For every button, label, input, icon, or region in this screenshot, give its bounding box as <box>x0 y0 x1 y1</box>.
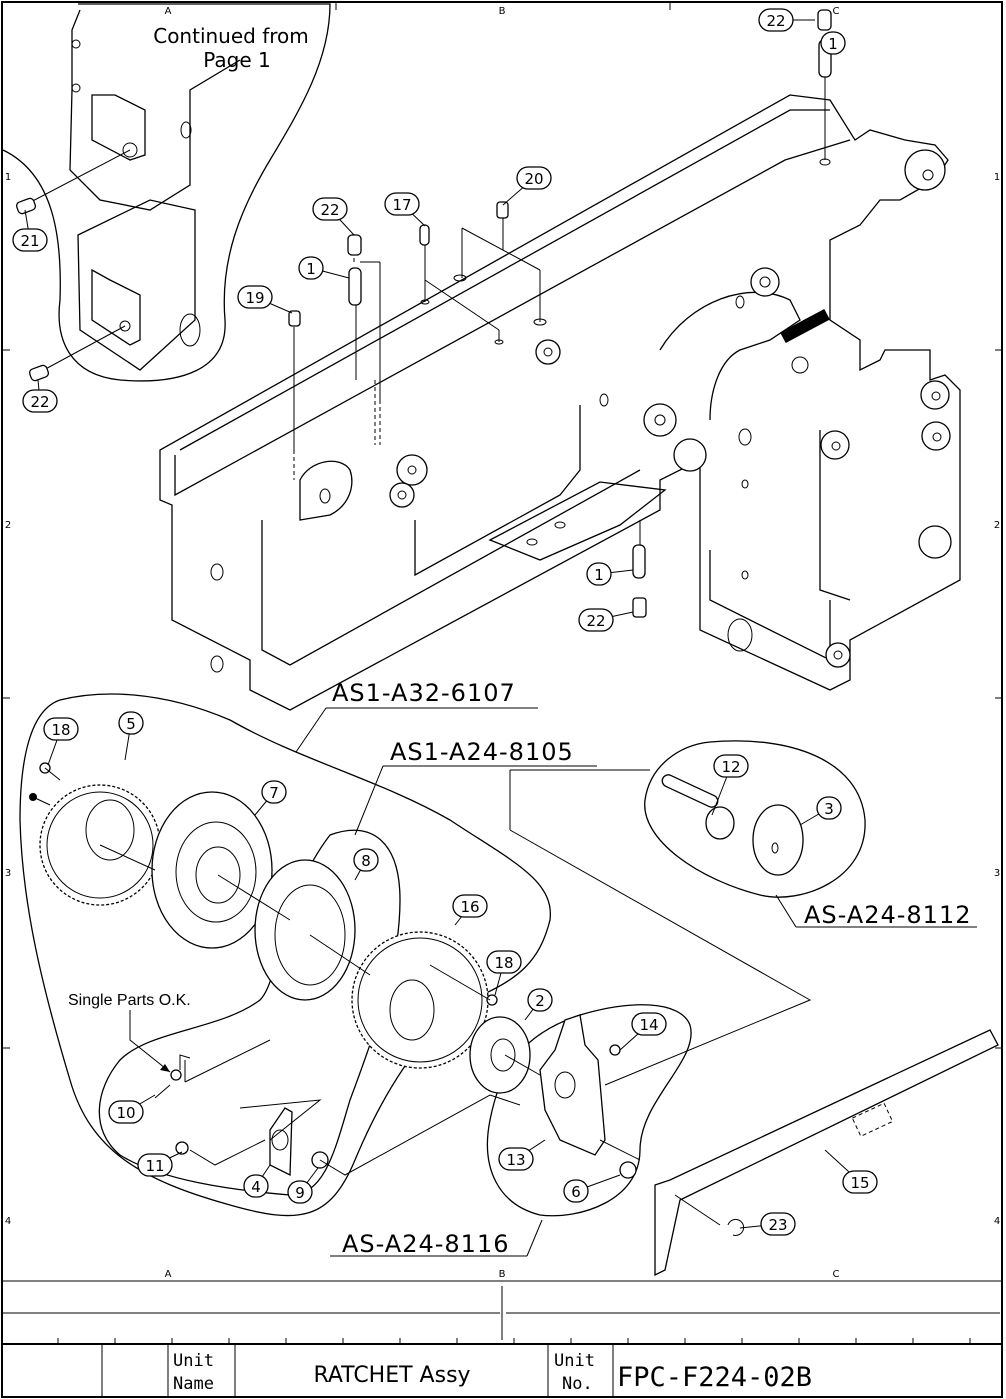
callout-number: 22 <box>320 201 339 219</box>
grid-row-2-right: 2 <box>994 520 1000 531</box>
unit-name-label-line2: Name <box>173 1374 214 1394</box>
callout-number: 3 <box>824 800 834 818</box>
main-frame <box>160 10 960 710</box>
callout-3: 3 <box>800 797 841 825</box>
callout-6: 6 <box>564 1175 620 1202</box>
unit-name-value: RATCHET Assy <box>313 1363 470 1388</box>
grid-row-3-right: 3 <box>994 868 1000 879</box>
callout-11: 11 <box>138 1152 182 1176</box>
callout-19: 19 <box>238 286 292 313</box>
callout-22: 22 <box>313 198 354 235</box>
unit-no-value: FPC-F224-02B <box>617 1362 812 1393</box>
title-block: A B C Unit Name RATCHET Assy Unit No. FP… <box>2 1269 1002 1397</box>
grid-row-1-left: 1 <box>5 172 11 183</box>
callout-number: 19 <box>245 289 264 307</box>
callout-22: 22 <box>579 609 633 631</box>
assembly-id: AS1-A32-6107 <box>332 679 516 707</box>
callout-8: 8 <box>354 849 378 880</box>
callout-number: 22 <box>586 612 605 630</box>
callout-number: 2 <box>535 992 545 1010</box>
callout-number: 18 <box>494 954 513 972</box>
unit-no-label-line1: Unit <box>554 1351 595 1371</box>
callout-number: 17 <box>392 196 411 214</box>
callout-number: 20 <box>524 170 543 188</box>
callout-2: 2 <box>525 989 552 1020</box>
callout-7: 7 <box>255 781 286 815</box>
unit-no-label-line2: No. <box>562 1374 593 1394</box>
unit-name-label-line1: Unit <box>173 1351 214 1371</box>
callout-number: 22 <box>30 393 49 411</box>
callout-number: 1 <box>828 35 838 53</box>
callout-number: 10 <box>116 1104 135 1122</box>
callout-18: 18 <box>44 718 78 765</box>
callout-18: 18 <box>487 951 521 995</box>
callout-number: 12 <box>721 758 740 776</box>
assembly-id: AS-A24-8112 <box>804 901 971 929</box>
callout-22: 22 <box>759 9 815 31</box>
callout-23: 23 <box>740 1213 795 1235</box>
callout-21: 21 <box>13 210 47 251</box>
grid-row-4-right: 4 <box>994 1216 1000 1227</box>
assembly-label-as-a24-8112: AS-A24-8112 <box>776 895 977 929</box>
callout-number: 6 <box>571 1183 581 1201</box>
continued-from-region: Continued from Page 1 <box>3 4 330 382</box>
grid-col-b-top: B <box>499 6 506 17</box>
callout-22: 22 <box>23 380 57 412</box>
callout-1: 1 <box>299 257 349 279</box>
callout-5: 5 <box>119 712 143 760</box>
callout-number: 11 <box>145 1157 164 1175</box>
callout-number: 5 <box>126 715 136 733</box>
callout-number: 14 <box>639 1016 658 1034</box>
grid-row-1-right: 1 <box>994 172 1000 183</box>
callout-number: 15 <box>850 1174 869 1192</box>
callout-1: 1 <box>821 32 845 54</box>
callout-14: 14 <box>620 1013 666 1050</box>
grid-row-3-left: 3 <box>5 868 11 879</box>
callout-16: 16 <box>453 895 487 925</box>
continued-note-line2: Page 1 <box>203 48 271 72</box>
callout-number: 7 <box>269 784 279 802</box>
callout-17: 17 <box>385 193 425 226</box>
assembly-id: AS-A24-8116 <box>342 1230 509 1258</box>
callout-12: 12 <box>712 755 748 815</box>
assembly-label-as-a24-8116: AS-A24-8116 <box>330 1220 542 1258</box>
continued-note-line1: Continued from <box>153 24 309 48</box>
grid-row-2-left: 2 <box>5 520 11 531</box>
callout-number: 16 <box>460 898 479 916</box>
assembly-id: AS1-A24-8105 <box>390 738 574 766</box>
grid-col-a-top: A <box>165 6 172 17</box>
callout-4: 4 <box>244 1165 270 1197</box>
callout-20: 20 <box>503 167 551 205</box>
callout-number: 13 <box>506 1151 525 1169</box>
callout-number: 1 <box>594 566 604 584</box>
callout-number: 1 <box>306 260 316 278</box>
callout-number: 18 <box>51 721 70 739</box>
assembly-label-as1-a24-8105: AS1-A24-8105 <box>355 738 597 835</box>
callout-13: 13 <box>499 1140 545 1170</box>
callout-number: 23 <box>768 1216 787 1234</box>
callout-number: 8 <box>361 852 371 870</box>
grid-row-4-left: 4 <box>5 1216 11 1227</box>
grid-col-a-bottom: A <box>165 1269 172 1280</box>
grid-col-c-bottom: C <box>833 1269 840 1280</box>
callout-10: 10 <box>109 1095 155 1123</box>
callout-1: 1 <box>587 563 633 585</box>
callout-15: 15 <box>825 1150 877 1193</box>
grid-col-b-bottom: B <box>499 1269 506 1280</box>
grid-col-c-top: C <box>833 6 840 17</box>
callout-number: 21 <box>20 232 39 250</box>
callout-number: 22 <box>766 12 785 30</box>
callout-number: 9 <box>295 1184 305 1202</box>
single-parts-note: Single Parts O.K. <box>68 992 191 1009</box>
callout-number: 4 <box>251 1178 261 1196</box>
